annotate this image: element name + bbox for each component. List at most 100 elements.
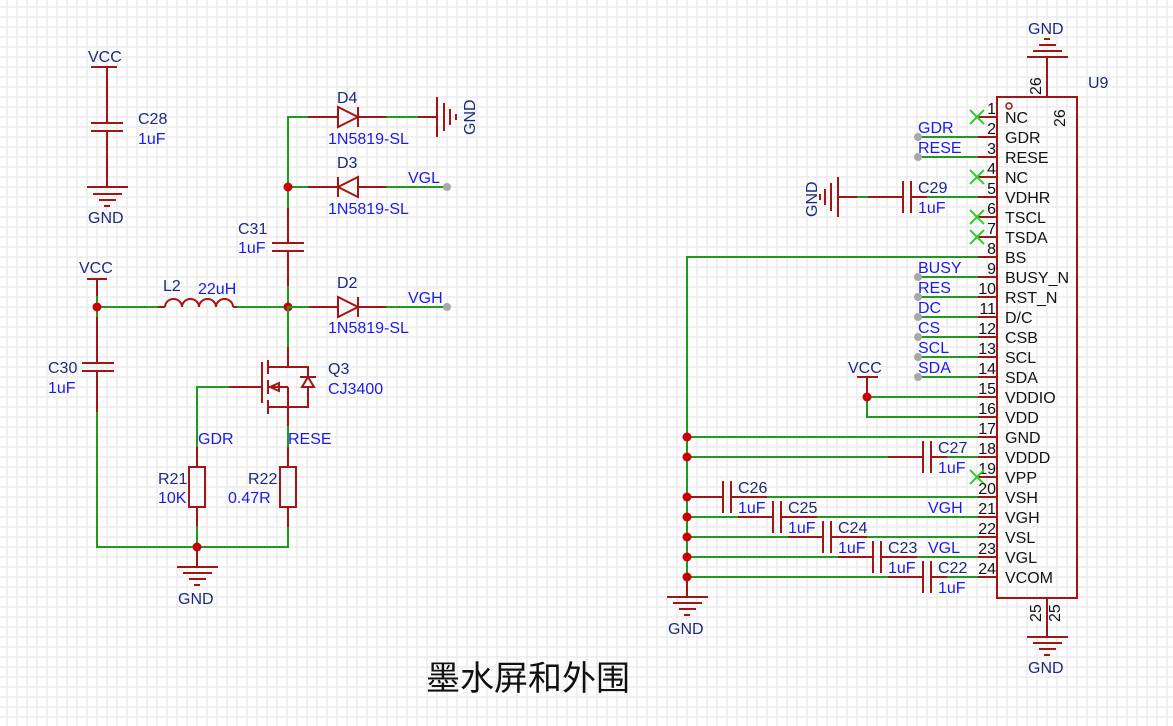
c27-ref: C27 xyxy=(938,440,967,457)
u9-pin-bottom-num: 25 xyxy=(1028,604,1045,622)
mosfet-q3[interactable]: Q3 CJ3400 xyxy=(228,347,383,427)
u9-pin-number: 8 xyxy=(987,241,996,258)
gnd-symbol xyxy=(87,186,128,207)
u9-pin-name: VGH xyxy=(1005,510,1040,527)
capacitor-c23[interactable]: C23 1uF xyxy=(838,540,918,577)
net-port-sda[interactable] xyxy=(914,373,922,381)
capacitor-c30[interactable]: C30 1uF xyxy=(48,317,114,413)
u9-pin-11[interactable]: 11D/C xyxy=(977,301,1033,327)
no-connect-icon xyxy=(969,209,985,225)
net-port-scl[interactable] xyxy=(914,353,922,361)
net-port-gdr[interactable] xyxy=(914,133,922,141)
u9-pin-name: VDHR xyxy=(1005,190,1050,207)
u9-pin-name: VCOM xyxy=(1005,570,1053,587)
net-port-dc[interactable] xyxy=(914,313,922,321)
diode-d3[interactable]: D3 1N5819-SL xyxy=(308,155,448,218)
u9-pin-number: 14 xyxy=(978,361,996,378)
capacitor-c27[interactable]: C27 1uF xyxy=(888,440,967,477)
l2-ref: L2 xyxy=(163,278,181,295)
junction xyxy=(682,492,692,502)
junction xyxy=(682,512,692,522)
capacitor-c28[interactable]: C28 1uF xyxy=(91,66,167,187)
d3-value: 1N5819-SL xyxy=(328,201,409,218)
c26-value: 1uF xyxy=(738,500,766,517)
capacitor-c22[interactable]: C22 1uF xyxy=(888,560,967,597)
u9-pin-4[interactable]: 4NC xyxy=(969,161,1028,187)
net-port-vgh[interactable] xyxy=(443,303,451,311)
u9-pin-name: SDA xyxy=(1005,370,1038,387)
u9-pin-name: VSL xyxy=(1005,530,1035,547)
d4-ref: D4 xyxy=(337,90,358,107)
junction xyxy=(92,302,102,312)
u9-net-vgl: VGL xyxy=(928,540,960,557)
diode-d2[interactable]: D2 1N5819-SL xyxy=(308,275,448,337)
c30-ref: C30 xyxy=(48,360,77,377)
u9-pin-name: TSDA xyxy=(1005,230,1048,247)
junction xyxy=(682,532,692,542)
u9-pin-8[interactable]: 8BS xyxy=(977,241,1026,267)
u9-pin-name: BUSY_N xyxy=(1005,270,1069,287)
no-connect-icon xyxy=(969,109,985,125)
u9-body[interactable] xyxy=(996,96,1078,599)
capacitor-c24[interactable]: C24 1uF xyxy=(788,520,868,557)
r21-ref: R21 xyxy=(158,471,187,488)
net-port-res[interactable] xyxy=(914,293,922,301)
r22-value: 0.47R xyxy=(228,490,271,507)
u9-ref: U9 xyxy=(1088,75,1109,92)
u9-pin-name: VDDD xyxy=(1005,450,1050,467)
u9-pin-name: BS xyxy=(1005,250,1026,267)
capacitor-c29[interactable]: C29 1uF xyxy=(868,180,947,217)
u9-pin-1[interactable]: 1NC xyxy=(969,101,1028,127)
net-label-cs: CS xyxy=(918,320,940,337)
d3-ref: D3 xyxy=(337,155,358,172)
u9-pin-name: SCL xyxy=(1005,350,1036,367)
r22-ref: R22 xyxy=(248,471,277,488)
vcc-label-u9: VCC xyxy=(848,360,882,377)
net-label-res: RES xyxy=(918,280,951,297)
u9-pin-number: 21 xyxy=(978,501,996,518)
u9-pin-number: 23 xyxy=(978,541,996,558)
u9-pin-name: NC xyxy=(1005,170,1028,187)
capacitor-c25[interactable]: C25 1uF xyxy=(738,500,818,537)
capacitor-c26[interactable]: C26 1uF xyxy=(687,480,768,517)
u9-pin-number: 7 xyxy=(987,221,996,238)
u9-pin-top-num: 26 xyxy=(1028,77,1045,95)
u9-pin-top-name: 26 xyxy=(1052,109,1069,127)
q3-value: CJ3400 xyxy=(328,381,383,398)
resistor-r21[interactable]: R21 10K xyxy=(158,447,206,527)
net-port-rese[interactable] xyxy=(914,153,922,161)
net-port-busy[interactable] xyxy=(914,273,922,281)
junction xyxy=(682,452,692,462)
u9-net-vgh: VGH xyxy=(928,500,963,517)
net-port-cs[interactable] xyxy=(914,333,922,341)
c22-ref: C22 xyxy=(938,560,967,577)
u9-pin-name: VDDIO xyxy=(1005,390,1056,407)
inductor-l2[interactable]: L2 22uH xyxy=(158,278,238,308)
net-port-vgl[interactable] xyxy=(443,183,451,191)
net-label-scl: SCL xyxy=(918,340,949,357)
resistor-r22[interactable]: R22 0.47R xyxy=(228,447,297,527)
diode-d4[interactable]: D4 1N5819-SL xyxy=(308,90,437,148)
